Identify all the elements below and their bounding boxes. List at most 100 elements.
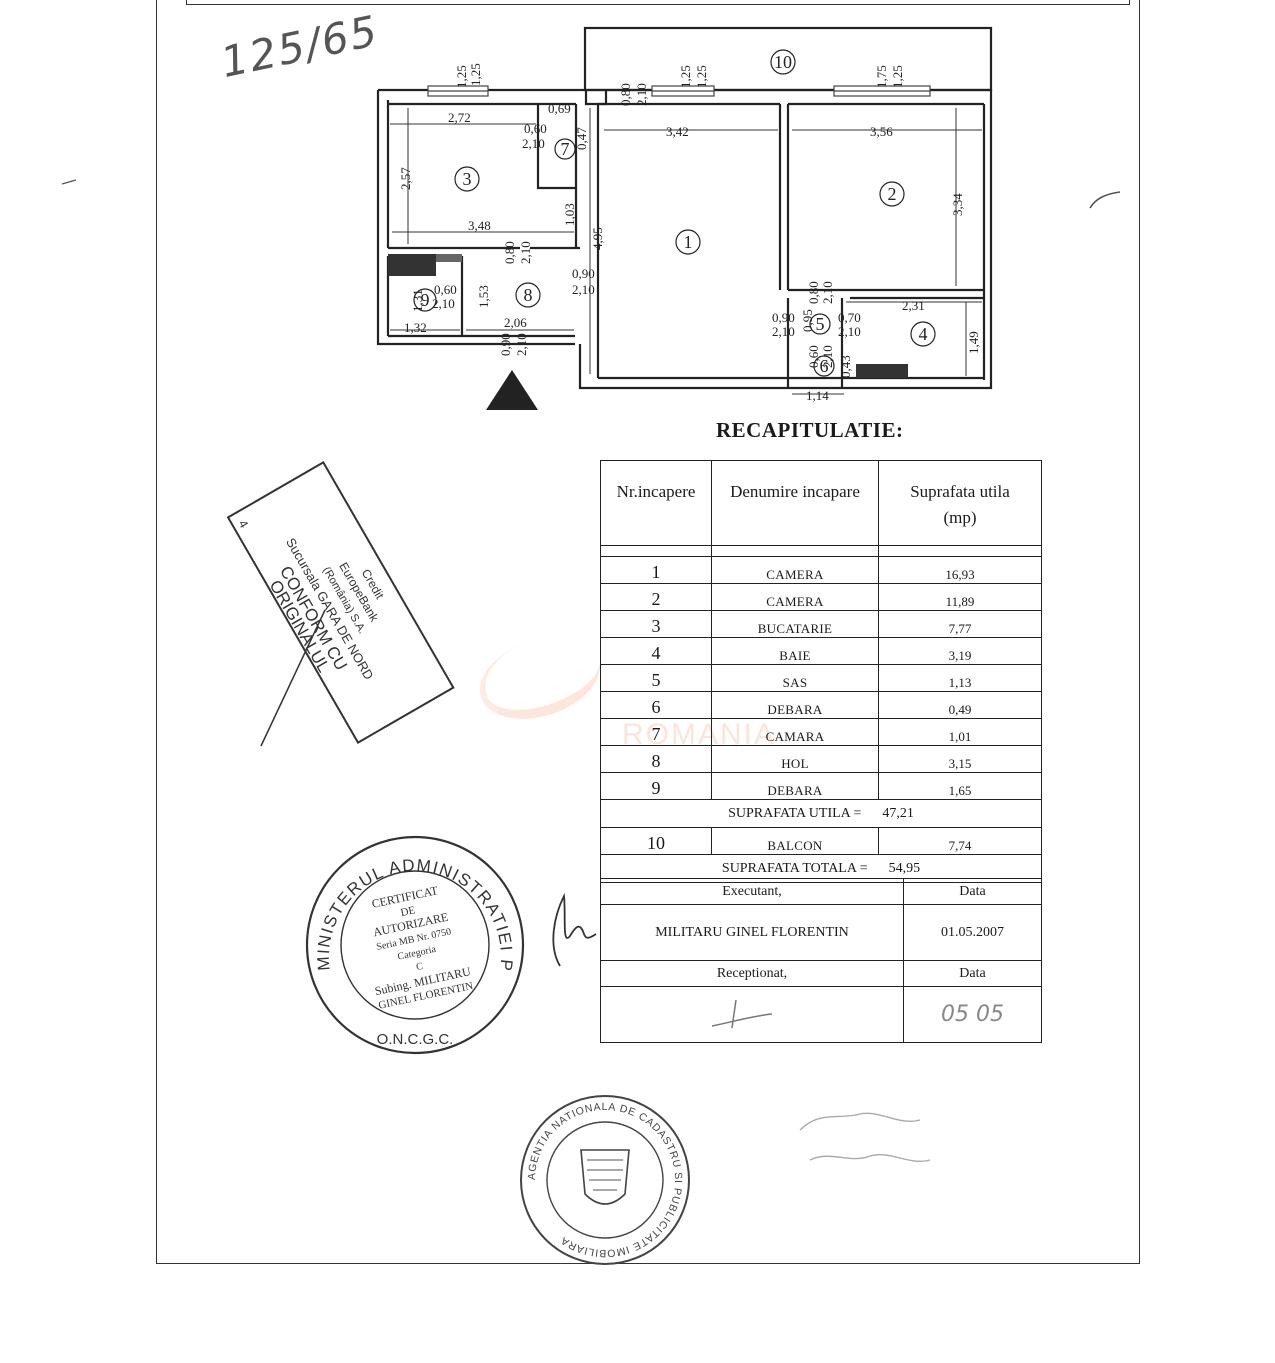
dim-text: 0,80 — [502, 241, 517, 264]
receptionat-date: 05 05 — [903, 986, 1042, 1043]
coat-of-arms-icon — [580, 1149, 630, 1205]
dim-text: 2,10 — [514, 333, 529, 356]
total-value: 54,95 — [888, 860, 921, 876]
dim-text: 2,10 — [634, 83, 649, 106]
date-label-2: Data — [903, 960, 1042, 987]
dim-text: 2,31 — [902, 298, 925, 313]
room-3-label: 3 — [463, 169, 472, 189]
recap-title: RECAPITULATIE: — [716, 418, 904, 442]
dim-text: 0,80 — [618, 83, 633, 106]
dim-text: 1,75 — [874, 65, 889, 88]
dim-text: 0,60 — [434, 282, 457, 297]
room-10-label: 10 — [774, 52, 792, 72]
signature-table: Executant, Data MILITARU GINEL FLORENTIN… — [600, 878, 1042, 1043]
executant-signature — [552, 892, 597, 967]
dim-text: 1,14 — [806, 388, 829, 403]
dim-text: 2,10 — [522, 136, 545, 151]
dim-text: 3,56 — [870, 124, 893, 139]
signature-mark — [711, 999, 773, 1029]
dim-text: 1,25 — [890, 65, 905, 88]
dim-text: 1,25 — [678, 65, 693, 88]
dim-text: 1,25 — [694, 65, 709, 88]
header-name: Denumire incapare — [711, 460, 879, 546]
ministry-stamp: MINISTERUL ADMINISTRATIEI PUBLICE O.N.C.… — [300, 830, 525, 1055]
room-1-label: 1 — [684, 232, 693, 252]
svg-text:4: 4 — [236, 518, 252, 531]
dim-text: 0,80 — [806, 281, 821, 304]
dim-text: 0,90 — [572, 266, 595, 281]
dim-text: 1,49 — [966, 331, 981, 354]
north-arrow — [486, 370, 538, 410]
dim-text: 1,53 — [476, 285, 491, 308]
dim-text: 2,10 — [820, 281, 835, 304]
room-9-label: 9 — [421, 290, 430, 310]
executant-label: Executant, — [600, 878, 904, 905]
recap-header-row: Nr.incapere Denumire incapare Suprafata … — [600, 460, 1042, 546]
dim-text: 1,31 — [410, 289, 425, 312]
dim-text: 2,10 — [572, 282, 595, 297]
floor-plan: 1 2 3 4 5 6 7 8 9 10 1,25 1,25 1,25 1,25… — [376, 26, 993, 410]
margin-mark — [61, 179, 77, 185]
dim-text: 0,69 — [548, 101, 571, 116]
dim-text: 2,72 — [448, 110, 471, 125]
dim-text: 1,25 — [468, 63, 483, 86]
recap-table: Nr.incapere Denumire incapare Suprafata … — [600, 460, 1042, 883]
dim-text: 2,10 — [432, 296, 455, 311]
total-label: SUPRAFATA TOTALA = — [721, 860, 868, 876]
dim-text: 0,70 — [838, 310, 861, 325]
dim-text: 0,47 — [574, 127, 589, 150]
room-7-label: 7 — [561, 139, 570, 159]
dim-text: 2,10 — [772, 324, 795, 339]
dim-text: 3,48 — [468, 218, 491, 233]
dim-text: 0,90 — [498, 333, 513, 356]
svg-text:DE: DE — [400, 904, 417, 919]
receptionat-signature — [600, 986, 904, 1043]
dim-text: 2,57 — [398, 167, 413, 190]
dim-text: 2,10 — [838, 324, 861, 339]
room-2-label: 2 — [888, 184, 897, 204]
pencil-notes — [799, 1112, 931, 1162]
dim-text: 3,42 — [666, 124, 689, 139]
executant-name: MILITARU GINEL FLORENTIN — [600, 904, 904, 961]
dim-text: 0,90 — [772, 310, 795, 325]
room-8-label: 8 — [524, 285, 533, 305]
dim-text: 1,32 — [404, 320, 427, 335]
bank-stamp: Credit EuropeBank (România) S.A. Sucursa… — [226, 461, 455, 747]
top-border — [186, 0, 1130, 5]
room-6-label: 6 — [820, 356, 829, 376]
dim-text: 1,03 — [562, 203, 577, 226]
dim-text: 0,60 — [524, 121, 547, 136]
util-label: SUPRAFATA UTILA = — [728, 805, 862, 821]
dim-text: 4,95 — [590, 227, 605, 250]
dim-text: 2,06 — [504, 315, 527, 330]
page-frame — [156, 0, 1140, 1264]
dim-text: 2,10 — [820, 345, 835, 368]
room-5-label: 5 — [816, 314, 825, 334]
dim-text: 0,43 — [838, 355, 853, 378]
executant-date: 01.05.2007 — [903, 904, 1042, 961]
margin-mark — [1089, 191, 1121, 209]
header-area: Suprafata utila(mp) — [878, 460, 1042, 546]
date-label: Data — [903, 878, 1042, 905]
svg-text:C: C — [415, 961, 424, 973]
util-area-row: SUPRAFATA UTILA = 47,21 — [600, 799, 1042, 828]
header-nr: Nr.incapere — [600, 460, 712, 546]
dim-text: 0,60 — [806, 345, 821, 368]
svg-text:O.N.C.G.C.: O.N.C.G.C. — [377, 1031, 454, 1048]
dim-text: 2,10 — [518, 241, 533, 264]
agency-stamp: AGENTIA NATIONALA DE CADASTRU SI PUBLICI… — [520, 1095, 690, 1265]
dim-text: 3,34 — [950, 193, 965, 216]
receptionat-label: Receptionat, — [600, 960, 904, 987]
dim-text: 1,25 — [454, 65, 469, 88]
room-4-label: 4 — [919, 324, 928, 344]
